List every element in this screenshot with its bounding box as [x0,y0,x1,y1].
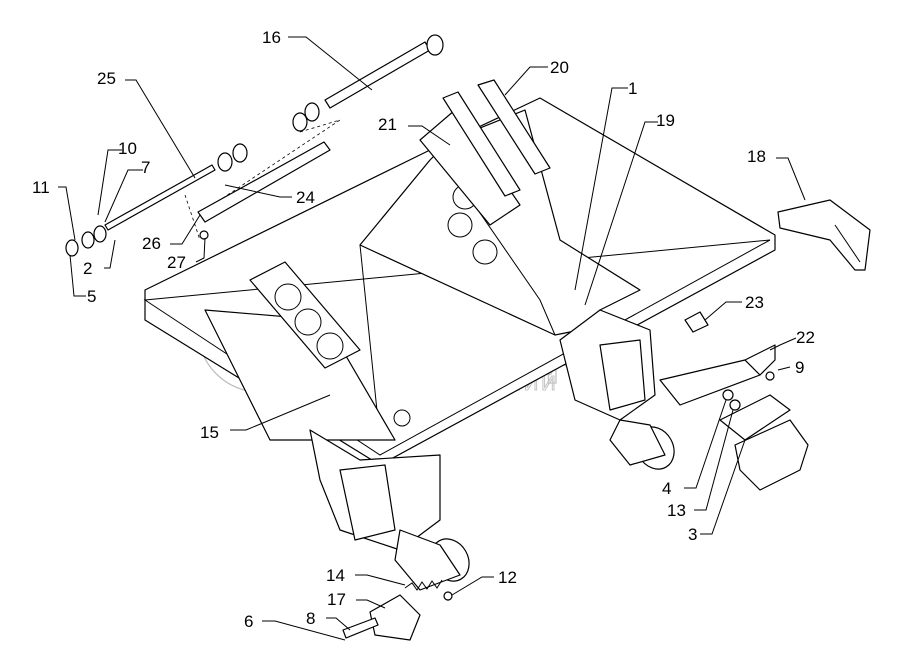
leader-lines [58,36,806,641]
cover-3 [719,394,809,491]
callout-17: 17 [327,590,346,609]
callout-7: 7 [141,158,150,177]
callout-26: 26 [142,234,161,253]
pin-8 [342,617,379,639]
plate-22 [659,344,776,406]
gearbox-right [559,309,675,470]
washer-4 [722,389,734,401]
callout-21: 21 [378,115,397,134]
callout-19: 19 [656,111,675,130]
callout-24: 24 [296,188,315,207]
callout-25: 25 [97,69,116,88]
bolt-9 [765,371,775,381]
callout-16: 16 [262,28,281,47]
callout-14: 14 [326,566,345,585]
callout-18: 18 [747,147,766,166]
callout-13: 13 [667,501,686,520]
callout-23: 23 [745,293,764,312]
callout-27: 27 [167,253,186,272]
shaft-24 [197,141,331,223]
shaft-25 [65,143,248,257]
callout-5: 5 [87,287,96,306]
callout-22: 22 [796,328,815,347]
spring-14 [404,579,443,591]
callout-6: 6 [244,612,253,631]
callout-10: 10 [118,139,137,158]
bracket-18 [777,199,871,271]
callout-12: 12 [498,568,517,587]
reinforcement-plate-20 [477,79,551,175]
callout-8: 8 [306,609,315,628]
callout-15: 15 [200,423,219,442]
callout-labels: 16 20 1 19 25 10 7 11 21 18 24 26 27 2 5… [32,28,815,631]
shaft-16 [204,34,444,211]
mounting-plate-left [249,261,361,369]
callout-4: 4 [662,479,671,498]
callout-20: 20 [550,58,569,77]
bracket-23 [684,311,709,333]
callout-2: 2 [83,259,92,278]
nut-13 [729,399,741,411]
callout-9: 9 [795,358,804,377]
callout-1: 1 [628,79,637,98]
nut-12 [443,591,453,601]
callout-11: 11 [32,178,50,197]
callout-3: 3 [688,525,697,544]
gearbox-left [309,429,470,591]
reinforcement-plate-21 [419,91,521,226]
lever-17 [369,594,421,641]
